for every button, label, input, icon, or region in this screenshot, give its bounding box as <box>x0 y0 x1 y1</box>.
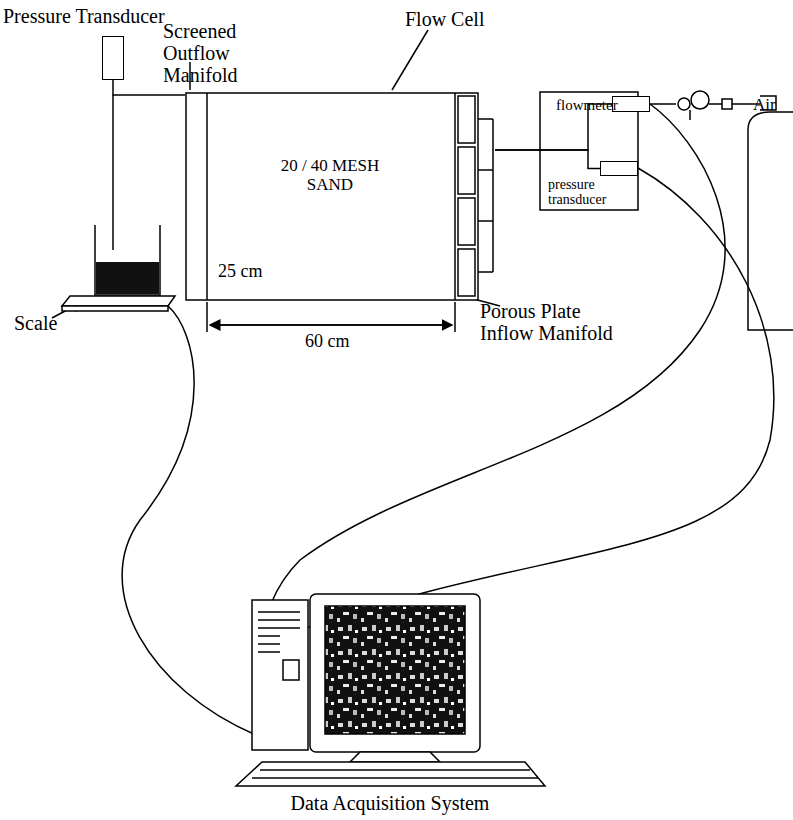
node-label: Pressure Transducer <box>3 5 165 27</box>
part-label: Scale <box>14 312 57 334</box>
node-label: 20 / 40 MESH SAND <box>275 157 385 194</box>
dimension-label: 25 cm <box>218 262 263 282</box>
pressure-transducer-box: pressure transducer <box>600 161 638 176</box>
dimension-label: 60 cm <box>305 332 350 352</box>
flowmeter-box: flowmeter <box>612 96 650 112</box>
pipe-connector <box>495 150 600 169</box>
node-label: flowmeter <box>556 97 618 114</box>
part-label: Flow Cell <box>405 8 484 30</box>
part-label: Porous Plate Inflow Manifold <box>480 300 630 344</box>
part-label: Air <box>753 96 776 115</box>
part-label: Data Acquisition System <box>291 792 490 814</box>
part-label: Screened Outflow Manifold <box>163 20 293 86</box>
node-label: pressure transducer <box>548 177 604 208</box>
pressure-transducer: Pressure Transducer <box>102 36 124 80</box>
